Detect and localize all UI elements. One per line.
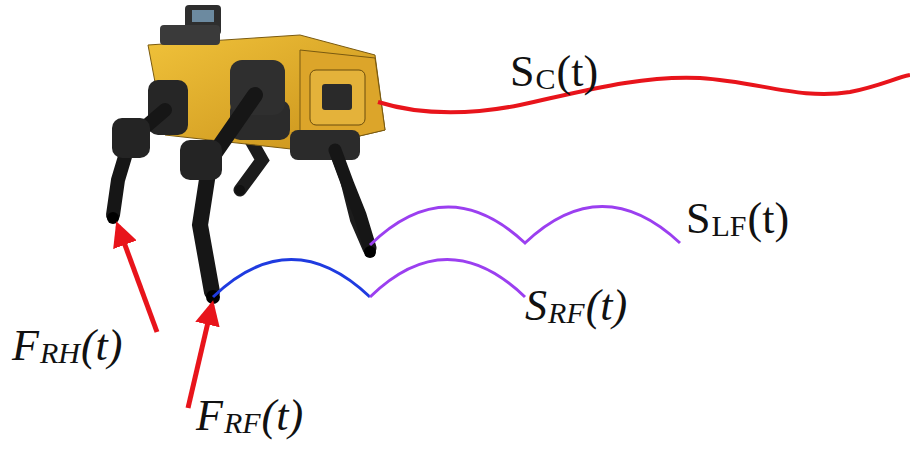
foot-trajectory [370, 260, 525, 298]
com-trajectory [378, 75, 910, 112]
symbol-label: (t) [748, 197, 790, 241]
symbol-label: (t) [262, 394, 304, 438]
subscript-label: RH [40, 338, 80, 368]
subscript-label: LF [711, 211, 746, 241]
symbol-label: F [12, 324, 39, 368]
subscript-label: C [535, 64, 555, 94]
subscript-label: RF [548, 298, 585, 328]
robot-body [148, 5, 385, 160]
symbol-label: (t) [586, 284, 628, 328]
foot-trajectory [213, 260, 370, 298]
symbol-label: S [686, 197, 710, 241]
subscript-label: RF [224, 408, 261, 438]
symbol-label: (t) [557, 50, 599, 94]
near-legs [113, 95, 370, 292]
symbol-label: S [510, 50, 534, 94]
symbol-label: F [196, 394, 223, 438]
symbol-label: (t) [81, 324, 123, 368]
force-arrow [188, 305, 212, 408]
foot-trajectory [370, 207, 680, 246]
symbol-label: S [525, 284, 547, 328]
force-arrow [118, 226, 157, 332]
